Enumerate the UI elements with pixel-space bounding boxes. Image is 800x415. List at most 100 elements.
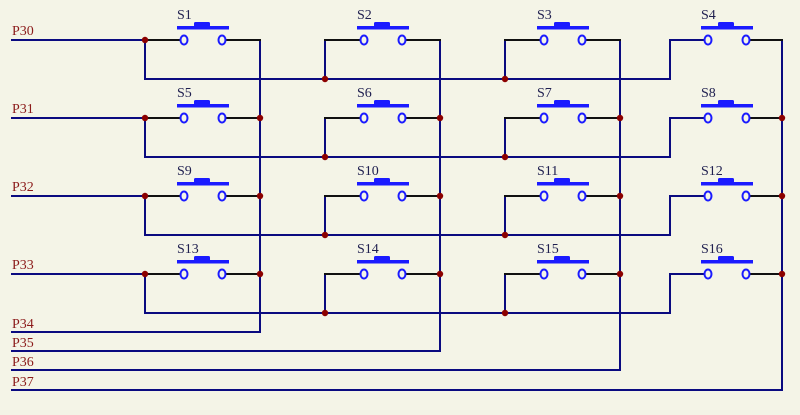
push-button-switch	[177, 256, 229, 280]
switch-actuator-bar	[177, 104, 229, 108]
switch-label: S9	[177, 164, 192, 179]
switch-contact	[577, 34, 587, 46]
switch-label: S10	[357, 164, 379, 179]
switch-actuator-bar	[357, 26, 409, 30]
switch-actuator-bar	[177, 260, 229, 264]
switch-label: S11	[537, 164, 558, 179]
switch-contact	[359, 268, 369, 280]
wires-layer	[11, 39, 783, 391]
switch-contact	[703, 34, 713, 46]
switch-label: S5	[177, 86, 192, 101]
switch-actuator-bar	[701, 26, 753, 30]
switch-button-cap	[554, 100, 570, 105]
switch-button-cap	[554, 178, 570, 183]
junction-dot	[436, 270, 444, 278]
switch-contact	[577, 268, 587, 280]
switch-button-cap	[374, 256, 390, 261]
junction-dot	[256, 192, 264, 200]
switch-label: S1	[177, 8, 192, 23]
switch-contact	[359, 190, 369, 202]
switches-layer	[177, 22, 753, 280]
net-label: P33	[12, 258, 34, 273]
switch-contact	[577, 112, 587, 124]
switch-contact	[397, 190, 407, 202]
junction-dot	[141, 36, 149, 44]
switch-contact	[397, 268, 407, 280]
junction-dot	[778, 114, 786, 122]
push-button-switch	[701, 256, 753, 280]
junction-dot	[141, 114, 149, 122]
switch-label: S3	[537, 8, 552, 23]
junction-dot	[616, 114, 624, 122]
junction-dot	[436, 192, 444, 200]
switch-actuator-bar	[357, 182, 409, 186]
push-button-switch	[701, 178, 753, 202]
push-button-switch	[357, 256, 409, 280]
push-button-switch	[357, 100, 409, 124]
switch-contact	[217, 268, 227, 280]
net-label: P36	[12, 355, 34, 370]
junction-dot	[321, 75, 329, 83]
push-button-switch	[177, 178, 229, 202]
push-button-switch	[177, 100, 229, 124]
switch-contact	[741, 268, 751, 280]
switch-contact	[539, 268, 549, 280]
junction-dot	[141, 270, 149, 278]
switch-contact	[179, 190, 189, 202]
switch-actuator-bar	[357, 260, 409, 264]
switch-actuator-bar	[537, 260, 589, 264]
switch-contact	[539, 190, 549, 202]
junction-dot	[616, 270, 624, 278]
switch-button-cap	[374, 100, 390, 105]
switch-button-cap	[194, 100, 210, 105]
junction-dot	[778, 192, 786, 200]
row-branch	[669, 39, 704, 79]
switch-contact	[397, 112, 407, 124]
switch-actuator-bar	[177, 182, 229, 186]
row-branch	[669, 117, 704, 157]
switch-contact	[217, 34, 227, 46]
switch-contact	[179, 34, 189, 46]
net-label: P31	[12, 102, 34, 117]
row-branch	[669, 273, 704, 313]
switch-label: S15	[537, 242, 559, 257]
push-button-switch	[357, 178, 409, 202]
switch-actuator-bar	[701, 260, 753, 264]
push-button-switch	[357, 22, 409, 46]
switch-label: S4	[701, 8, 716, 23]
switch-contact	[179, 268, 189, 280]
junction-dot	[616, 192, 624, 200]
push-button-switch	[537, 256, 589, 280]
switch-label: S8	[701, 86, 716, 101]
switch-contact	[217, 112, 227, 124]
junction-dot	[501, 309, 509, 317]
junction-dot	[501, 153, 509, 161]
row-branch	[669, 195, 704, 235]
switch-contact	[539, 112, 549, 124]
junction-dot	[141, 192, 149, 200]
switch-button-cap	[194, 22, 210, 27]
switch-button-cap	[374, 22, 390, 27]
switch-button-cap	[718, 178, 734, 183]
junction-dot	[321, 231, 329, 239]
switch-actuator-bar	[537, 182, 589, 186]
push-button-switch	[537, 22, 589, 46]
switch-button-cap	[718, 256, 734, 261]
junction-dot	[436, 114, 444, 122]
switch-label: S6	[357, 86, 372, 101]
junction-dot	[778, 270, 786, 278]
switch-contact	[703, 190, 713, 202]
switch-contact	[703, 268, 713, 280]
switch-contact	[741, 190, 751, 202]
switch-contact	[359, 112, 369, 124]
junctions-layer	[141, 36, 786, 317]
push-button-switch	[701, 100, 753, 124]
switch-contact	[703, 112, 713, 124]
switch-actuator-bar	[537, 104, 589, 108]
net-label: P32	[12, 180, 34, 195]
switch-label: S16	[701, 242, 723, 257]
push-button-switch	[701, 22, 753, 46]
switch-button-cap	[718, 22, 734, 27]
